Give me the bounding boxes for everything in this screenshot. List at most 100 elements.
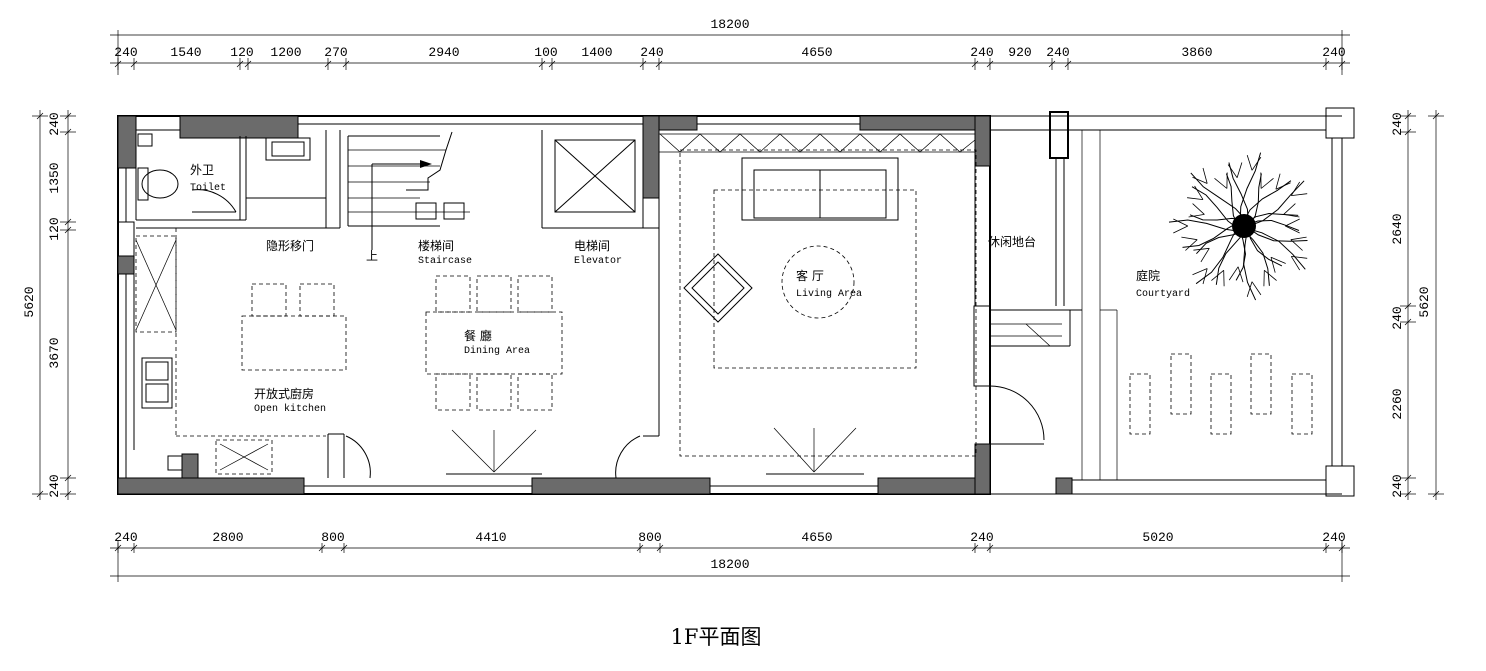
dim-right-0: 240 [1390,112,1405,135]
tree-twig [1227,164,1238,178]
tree-twig [1270,256,1286,264]
dim-right-1: 2640 [1390,213,1405,244]
tree-twig [1185,239,1198,251]
tree-branch [1242,226,1306,270]
right-dimension-lines [1400,110,1444,500]
dim-left-total: 5620 [22,286,37,317]
tree-branch [1243,224,1308,242]
toilet-label-en: Toilet [190,182,226,194]
dimension-slash [986,60,994,68]
dimension-slash [1404,112,1412,120]
tree-twig [1260,177,1274,189]
dim-bottom-0: 240 [114,530,137,545]
tree-twig [1194,185,1204,200]
tree-twig [1202,167,1208,184]
dim-bottom-5: 4650 [801,530,832,545]
tree-twig [1246,281,1253,298]
dimension-slash [971,544,979,552]
walls [117,111,1073,495]
dimension-slash [548,60,556,68]
dim-right-4: 240 [1390,474,1405,497]
dim-bottom-total: 18200 [710,557,749,572]
dimension-slash [655,60,663,68]
tree-branch [1182,219,1243,248]
dim-top-12: 240 [1046,45,1069,60]
dim-top-11: 920 [1008,45,1031,60]
courtyard-label-en: Courtyard [1136,288,1190,300]
dimension-slash [1064,60,1072,68]
dim-top-13: 3860 [1181,45,1212,60]
courtyard-label-cn: 庭院 [1136,268,1160,283]
dim-bottom-8: 240 [1322,530,1345,545]
dimension-slash [971,60,979,68]
tree-twig [1290,181,1301,196]
dimension-slash [64,218,72,226]
dim-bottom-2: 800 [321,530,344,545]
room-labels: 外卫 Toilet 隐形移门 上 楼梯间 Staircase 电梯间 Eleva… [190,163,1190,415]
bottom-dimension-texts: 240 2800 800 4410 800 4650 240 5020 240 … [114,530,1345,572]
tree-twig [1188,214,1205,218]
tree-branch [1244,180,1305,228]
dim-bottom-1: 2800 [212,530,243,545]
courtyard-outline [990,107,1355,497]
top-dimension-texts: 18200 240 1540 120 1200 270 2940 100 140… [114,17,1345,60]
dimension-slash [236,60,244,68]
dim-top-7: 1400 [581,45,612,60]
tree-twig [1290,256,1301,271]
tree-branch [1235,225,1247,281]
tree-twig [1291,193,1308,196]
dim-bottom-4: 800 [638,530,661,545]
tree-twig [1285,218,1300,227]
dimension-slash [318,544,326,552]
dim-left-0: 240 [47,112,62,135]
stair-up-label: 上 [366,249,378,263]
tree-twig [1264,269,1277,281]
tree-twig [1173,218,1188,227]
dimension-slash [986,544,994,552]
plan-title: 1F平面图 [671,625,762,649]
dining-label-cn: 餐 廳 [464,328,492,343]
dim-top-14: 240 [1322,45,1345,60]
dim-top-0: 240 [114,45,137,60]
tree-twig [1211,269,1224,281]
dimension-slash [36,112,44,120]
living-furniture [659,133,977,475]
tree-twig [1200,248,1210,263]
tree-twig [1181,236,1198,241]
dim-right-3: 2260 [1390,388,1405,419]
staircase-label-en: Staircase [418,255,472,267]
dimension-slash [636,544,644,552]
dim-top-4: 270 [324,45,347,60]
tree-branch [1239,152,1262,226]
tree-twig [1290,236,1307,241]
right-dimension-texts: 240 2640 240 2260 240 5620 [1390,112,1432,497]
dim-top-10: 240 [970,45,993,60]
dimension-slash [36,490,44,498]
tree-twig [1192,203,1205,215]
bottom-dimension-lines [110,540,1350,582]
tree-twig [1193,247,1210,251]
dimension-slash [130,60,138,68]
tree-twig [1275,182,1291,190]
dim-bottom-3: 4410 [475,530,506,545]
dimension-slash [340,544,348,552]
living-label-cn: 客 厅 [796,268,824,283]
tree-twig [1251,281,1262,296]
kitchen-label-cn: 开放式廚房 [254,386,314,401]
dim-top-2: 120 [230,45,253,60]
tree-twig [1173,225,1188,234]
dimension-slash [1322,544,1330,552]
dim-top-total: 18200 [710,17,749,32]
dimension-slash [1338,60,1346,68]
tree-twig [1283,203,1296,215]
elevator-label-cn: 电梯间 [574,239,610,253]
toilet-fixtures [137,133,237,213]
dining-furniture [425,275,563,475]
dimension-slash [1404,302,1412,310]
tree-twig [1192,176,1208,184]
dimension-slash [114,60,122,68]
dimension-slash [538,60,546,68]
dimension-slash [1432,112,1440,120]
tree-twig [1228,266,1239,281]
